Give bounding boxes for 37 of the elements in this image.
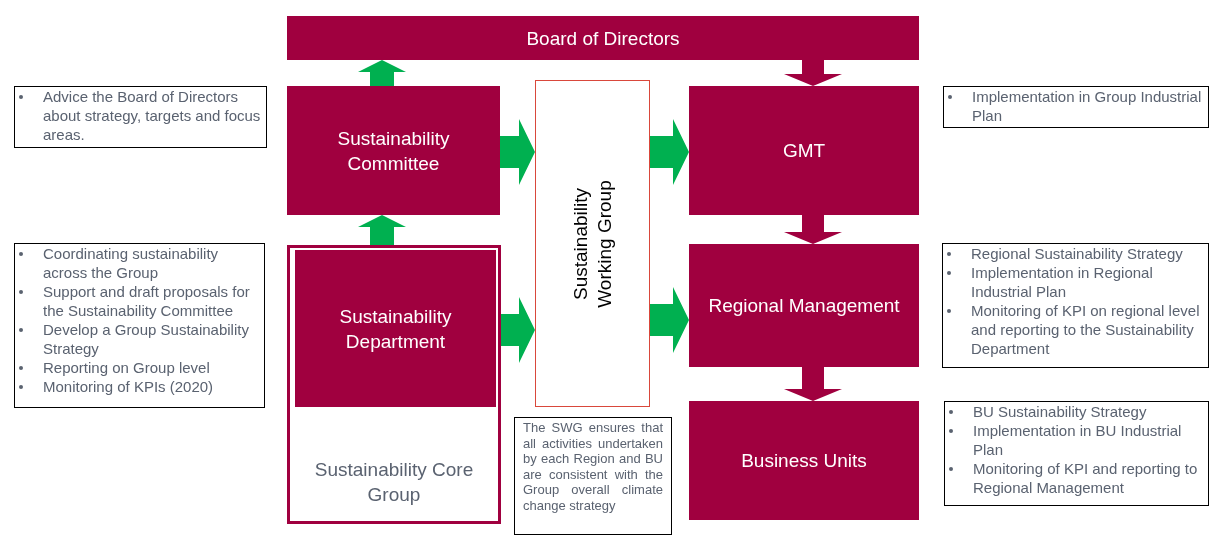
block-arrow	[501, 297, 535, 363]
group-label: Sustainability Core Group	[313, 458, 475, 507]
description-box	[943, 86, 1209, 128]
org-unit-box: Board of Directors	[287, 16, 919, 60]
bullet-item: Advice the Board of Directors about strategy, targets and focus areas.	[43, 88, 261, 143]
bullet-item: Implementation in Regional Industrial Plan	[971, 264, 1153, 300]
description-box	[14, 86, 267, 148]
bullet-item: Monitoring of KPI and reporting to Regional Management	[973, 460, 1198, 496]
bullet-item: Implementation in Group Industrial Plan	[972, 88, 1202, 124]
block-arrow	[784, 215, 842, 244]
block-arrow	[650, 119, 689, 185]
note-box: The SWG ensures that all activities undertaken by each Region and BU are consistent with the Group overall climate change strategy	[514, 417, 672, 535]
bullet-item: Implementation in BU Industrial Plan	[973, 422, 1182, 458]
bullet-item: BU Sustainability Strategy	[973, 403, 1147, 420]
block-arrow	[358, 215, 406, 245]
block-arrow	[500, 119, 535, 185]
bullet-item: Monitoring of KPIs (2020)	[43, 378, 214, 395]
org-unit-box: Regional Management	[689, 244, 919, 367]
bullet-item: Monitoring of KPI on regional level and reporting to the Sustainability Department	[971, 302, 1200, 357]
bullet-item: Coordinating sustainability across the Group	[43, 245, 219, 281]
group-frame	[287, 245, 501, 524]
org-unit-box: Sustainability Department	[295, 250, 496, 407]
description-box	[14, 243, 265, 408]
org-unit-box: GMT	[689, 86, 919, 215]
bullet-item: Develop a Group Sustainability Strategy	[43, 321, 249, 357]
description-box	[944, 401, 1209, 506]
bullet-item: Regional Sustainability Strategy	[971, 245, 1183, 262]
org-unit-box: Sustainability Committee	[287, 86, 500, 215]
bullet-item: Support and draft proposals for the Sustainability Committee	[43, 283, 250, 319]
block-arrow	[784, 367, 842, 401]
block-arrow	[358, 60, 406, 86]
block-arrow	[650, 287, 689, 353]
description-box	[942, 243, 1209, 368]
org-unit-box: Business Units	[689, 401, 919, 520]
working-group-box: Sustainability Working Group	[535, 80, 650, 407]
bullet-item: Reporting on Group level	[43, 359, 210, 376]
block-arrow	[784, 60, 842, 86]
